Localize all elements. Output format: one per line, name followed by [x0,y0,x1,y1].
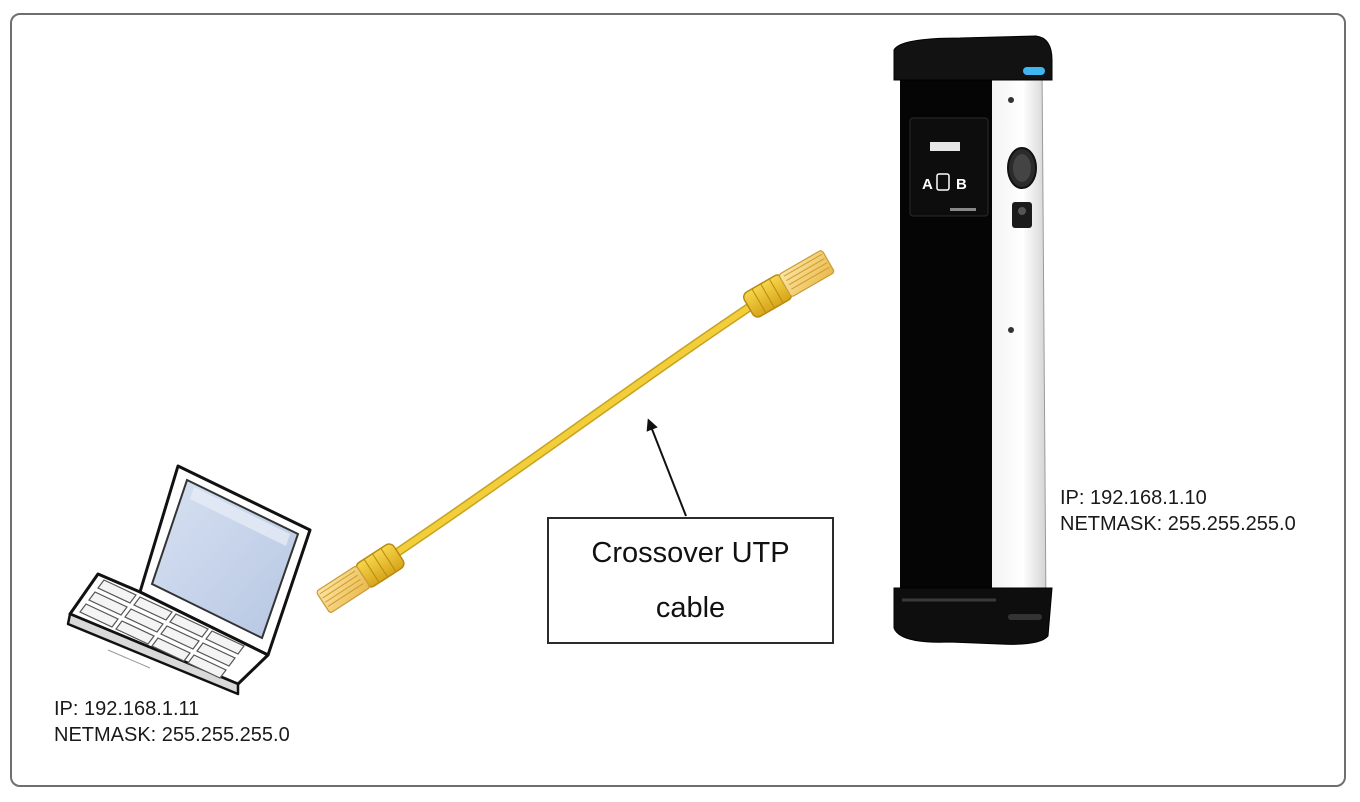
callout-arrow [646,418,687,517]
charger-label-b: B [956,176,967,193]
rj45-connector-icon [743,250,835,318]
cable-callout-box: Crossover UTP cable [547,517,834,644]
callout-line-2: cable [655,591,726,624]
laptop-icon [66,464,312,696]
status-led [1023,67,1045,75]
rj45-connector-icon [316,543,405,613]
laptop-ip-label: IP: 192.168.1.11 [54,698,200,720]
ev-charger-icon: A B [893,35,1053,645]
callout-line-1: Crossover UTP [591,536,790,569]
charger-ip-label: IP: 192.168.1.10 [1060,487,1207,509]
laptop-netmask-label: NETMASK: 255.255.255.0 [54,724,290,746]
charger-netmask-label: NETMASK: 255.255.255.0 [1060,513,1296,535]
ethernet-cable-icon [316,250,835,613]
charger-label-a: A [922,176,933,193]
